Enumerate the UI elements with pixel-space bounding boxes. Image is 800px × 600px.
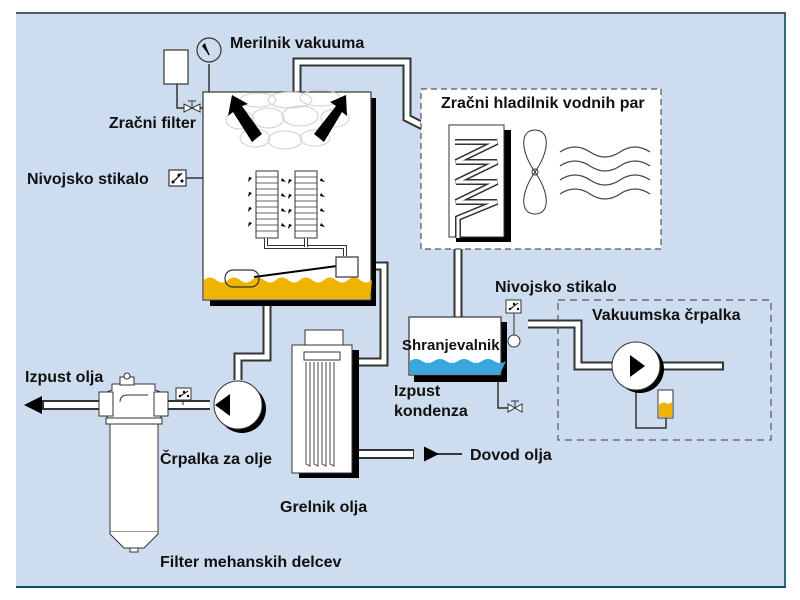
label-vacuum-gauge: Merilnik vakuuma bbox=[230, 35, 364, 52]
label-storage-tank: Shranjevalnik bbox=[402, 337, 500, 354]
pipe-air-filter bbox=[176, 84, 205, 109]
air-cooler: Zračni hladilnik vodnih par bbox=[420, 88, 662, 250]
pump-icon bbox=[213, 380, 266, 433]
label-oil-heater: Grelnik olja bbox=[280, 499, 367, 516]
pump-icon bbox=[611, 341, 664, 393]
float-icon bbox=[224, 265, 338, 288]
level-switch-icon bbox=[505, 299, 522, 314]
distribution-box bbox=[335, 256, 359, 278]
vacuum-gauge-icon bbox=[196, 37, 222, 63]
oil-cup bbox=[657, 389, 674, 419]
oil-pump bbox=[213, 380, 266, 433]
condensate-level bbox=[410, 359, 506, 374]
pipe-chamber-to-oil-pump bbox=[233, 300, 272, 380]
vacuum-chamber bbox=[202, 89, 376, 306]
label-air-filter: Zračni filter bbox=[109, 115, 196, 132]
vacuum-pump-group: Vakuumska črpalka bbox=[557, 299, 772, 441]
fan-icon bbox=[523, 129, 547, 215]
air-filter bbox=[163, 49, 201, 113]
pipe-condensate-drain bbox=[497, 374, 508, 409]
heat-wave-icon bbox=[559, 146, 651, 200]
label-air-cooler: Zračni hladilnik vodnih par bbox=[441, 95, 645, 112]
degassing-elements bbox=[248, 170, 347, 256]
rising-vapor-arrow-left bbox=[228, 95, 262, 142]
label-oil-outlet: Izpust olja bbox=[25, 369, 103, 386]
filter-head bbox=[98, 372, 169, 425]
label-level-switch-left: Nivojsko stikalo bbox=[27, 171, 149, 188]
valve-icon bbox=[183, 100, 201, 113]
storage-tank: Shranjevalnik bbox=[402, 313, 521, 382]
pipes bbox=[42, 57, 724, 459]
valve-icon bbox=[507, 400, 523, 413]
label-oil-inlet: Dovod olja bbox=[470, 447, 552, 464]
level-switch-icon bbox=[175, 387, 192, 405]
label-condensate-drain-2: kondenza bbox=[394, 403, 468, 420]
particle-filter bbox=[98, 372, 169, 553]
pipe-vacuum-pump-oil-loop bbox=[635, 390, 667, 429]
label-particle-filter: Filter mehanskih delcev bbox=[160, 554, 342, 571]
arrow-left-icon bbox=[24, 396, 42, 414]
level-switch-icon bbox=[168, 169, 187, 187]
label-oil-pump: Črpalka za olje bbox=[160, 449, 272, 468]
heating-elements bbox=[305, 362, 335, 467]
tank-float bbox=[507, 334, 521, 348]
oil-level-chamber bbox=[204, 277, 372, 299]
label-vacuum-pump: Vakuumska črpalka bbox=[592, 307, 741, 324]
label-condensate-drain-1: Izpust bbox=[394, 383, 441, 400]
rising-vapor-arrow-right bbox=[314, 95, 347, 142]
oil-heater bbox=[291, 329, 359, 478]
spray-arrows bbox=[248, 177, 325, 229]
label-level-switch-right: Nivojsko stikalo bbox=[495, 279, 617, 296]
pipe-tank-to-vacuum-pump bbox=[528, 319, 612, 371]
